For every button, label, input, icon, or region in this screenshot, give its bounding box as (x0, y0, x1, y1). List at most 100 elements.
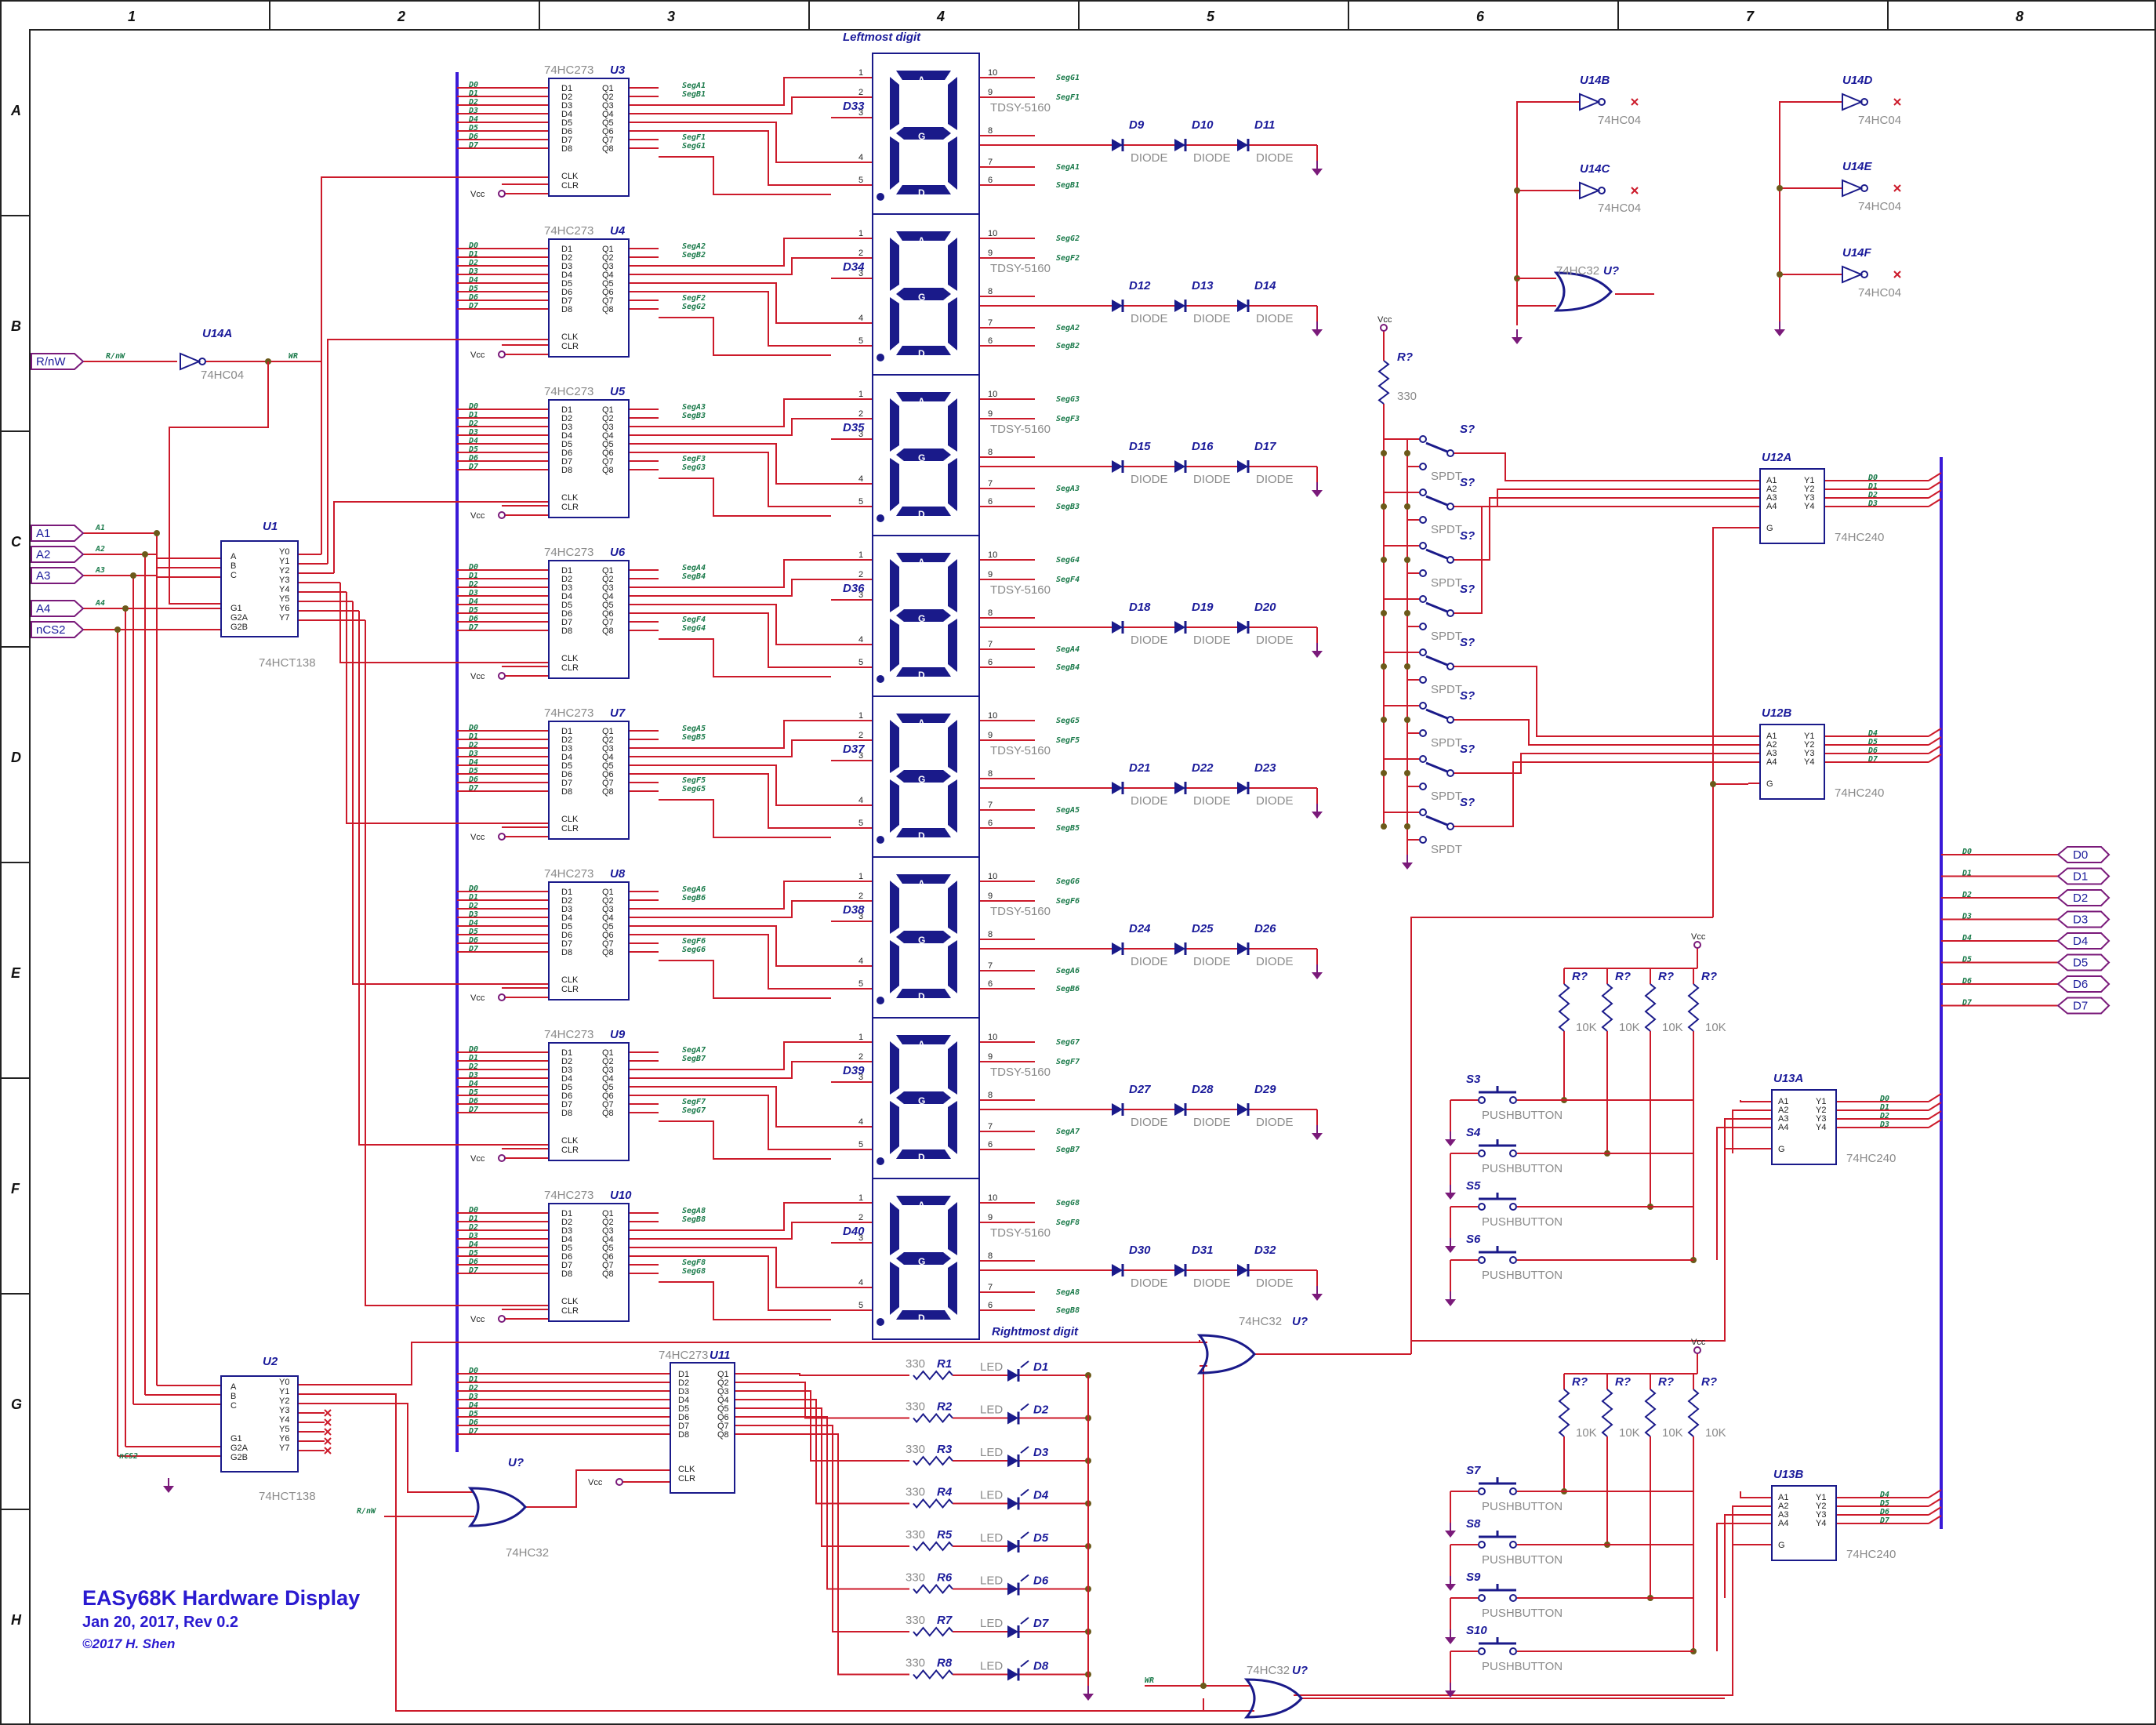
pin-number: 3 (858, 108, 863, 118)
seg-net: SegF7 (682, 1098, 706, 1106)
display-ref: D38 (843, 903, 865, 917)
segment-letter: A (918, 1039, 925, 1050)
diode-part: DIODE (1256, 1276, 1294, 1290)
wire (659, 1120, 831, 1160)
pin-name: A1 (1766, 476, 1777, 485)
segment-d (896, 667, 951, 677)
pin-name: Q8 (602, 787, 614, 797)
segment-f (890, 238, 899, 291)
pin-name: Q4 (602, 110, 614, 119)
pin-name: Q6 (602, 1252, 614, 1262)
junction-dot (1404, 770, 1410, 776)
diode-part: DIODE (1131, 473, 1168, 486)
net-label: D7 (468, 141, 478, 150)
pin-name: D7 (561, 618, 572, 627)
wire (298, 1340, 1200, 1385)
pin-name: Q4 (602, 592, 614, 601)
junction-dot (1404, 503, 1410, 510)
pull-up-resistor (1644, 983, 1657, 1032)
wire (1410, 917, 1760, 1342)
net-label: D0 (468, 81, 478, 89)
pin-name: A2 (1766, 740, 1777, 750)
net-label: D6 (1879, 1508, 1889, 1516)
display-ref: D34 (843, 260, 865, 274)
pin-name: Q3 (602, 905, 614, 914)
u14a-part: 74HC04 (201, 369, 244, 382)
pin-name: Y4 (1816, 1123, 1826, 1132)
net-label: D3 (1879, 1120, 1889, 1129)
segment-g (896, 1252, 951, 1265)
wire (659, 282, 831, 324)
wire (753, 1416, 909, 1590)
wire (753, 1407, 909, 1547)
pin-name: Q5 (602, 118, 614, 128)
segment-letter: B (957, 419, 964, 430)
pin-number: 1 (858, 711, 863, 721)
resistor-value: 330 (906, 1443, 925, 1456)
display-ref: D39 (843, 1064, 865, 1077)
net-label: D0 (468, 402, 478, 411)
pin-name: Q3 (717, 1387, 729, 1396)
pin-number: 3 (858, 269, 863, 278)
buffer-u12a (1759, 468, 1825, 544)
net-label: R/nW (106, 352, 125, 361)
net-label: A2 (95, 545, 105, 554)
resistor-ref: R? (1658, 1375, 1674, 1389)
led-word: LED (980, 1531, 1003, 1545)
pin-name: D1 (561, 888, 572, 897)
vcc-label: Vcc (470, 1154, 485, 1164)
net-label: D0 (1867, 474, 1878, 482)
wire (1928, 481, 1942, 490)
segment-f (890, 1202, 899, 1255)
pin-name: D2 (561, 896, 572, 906)
diode-part: DIODE (1131, 955, 1168, 968)
wire (1732, 1505, 1772, 1545)
segment-g (896, 1091, 951, 1104)
switch-part: SPDT (1431, 843, 1462, 856)
pin-name: D3 (561, 905, 572, 914)
decimal-point (877, 354, 884, 361)
switch-arm (1425, 495, 1448, 507)
segment-d (896, 507, 951, 516)
segment-g (896, 931, 951, 943)
segment-letter: C (957, 321, 964, 332)
inner-border (29, 29, 2156, 1725)
display-part: TDSY-5160 (990, 423, 1051, 436)
led-ref: D1 (1033, 1360, 1048, 1374)
pin-name: Q4 (602, 1074, 614, 1084)
output-port-label: D2 (2073, 892, 2088, 905)
input-port-label: nCS2 (36, 623, 66, 637)
diode-part: DIODE (1131, 1276, 1168, 1290)
segment-g (896, 288, 951, 300)
segment-letter: A (918, 235, 925, 246)
clr-pin: CLR (678, 1474, 695, 1484)
segment-e (890, 1101, 899, 1154)
wire (659, 559, 831, 588)
led-resistor (913, 1498, 953, 1509)
led-word: LED (980, 1574, 1003, 1588)
wire (753, 1433, 909, 1676)
diode (1174, 782, 1185, 794)
pin-name: Q3 (602, 101, 614, 111)
output-port (2056, 932, 2111, 950)
pin-name: D2 (561, 93, 572, 102)
inverter-ref: U14F (1842, 246, 1872, 260)
pin-number: 3 (858, 1073, 863, 1082)
pushbutton-part: PUSHBUTTON (1482, 1607, 1563, 1620)
vcc-symbol (498, 350, 506, 358)
ground-symbol (1445, 1193, 1456, 1200)
seg-net: SegG3 (682, 463, 706, 472)
vcc-label: Vcc (470, 1315, 485, 1324)
net-label: D3 (1962, 913, 1972, 921)
pin-number: 5 (858, 1301, 863, 1310)
vcc-label: Vcc (1691, 1338, 1706, 1347)
switch-contact (1419, 623, 1427, 630)
segment-c (948, 297, 957, 350)
net-label: D4 (468, 758, 478, 767)
input-port-label: A4 (36, 602, 50, 616)
pin-name: Y7 (279, 1444, 289, 1453)
segment-letter: F (879, 419, 884, 430)
net-label: D5 (468, 285, 478, 293)
seg-net: SegF5 (682, 776, 706, 785)
ground-symbol (1512, 337, 1523, 344)
